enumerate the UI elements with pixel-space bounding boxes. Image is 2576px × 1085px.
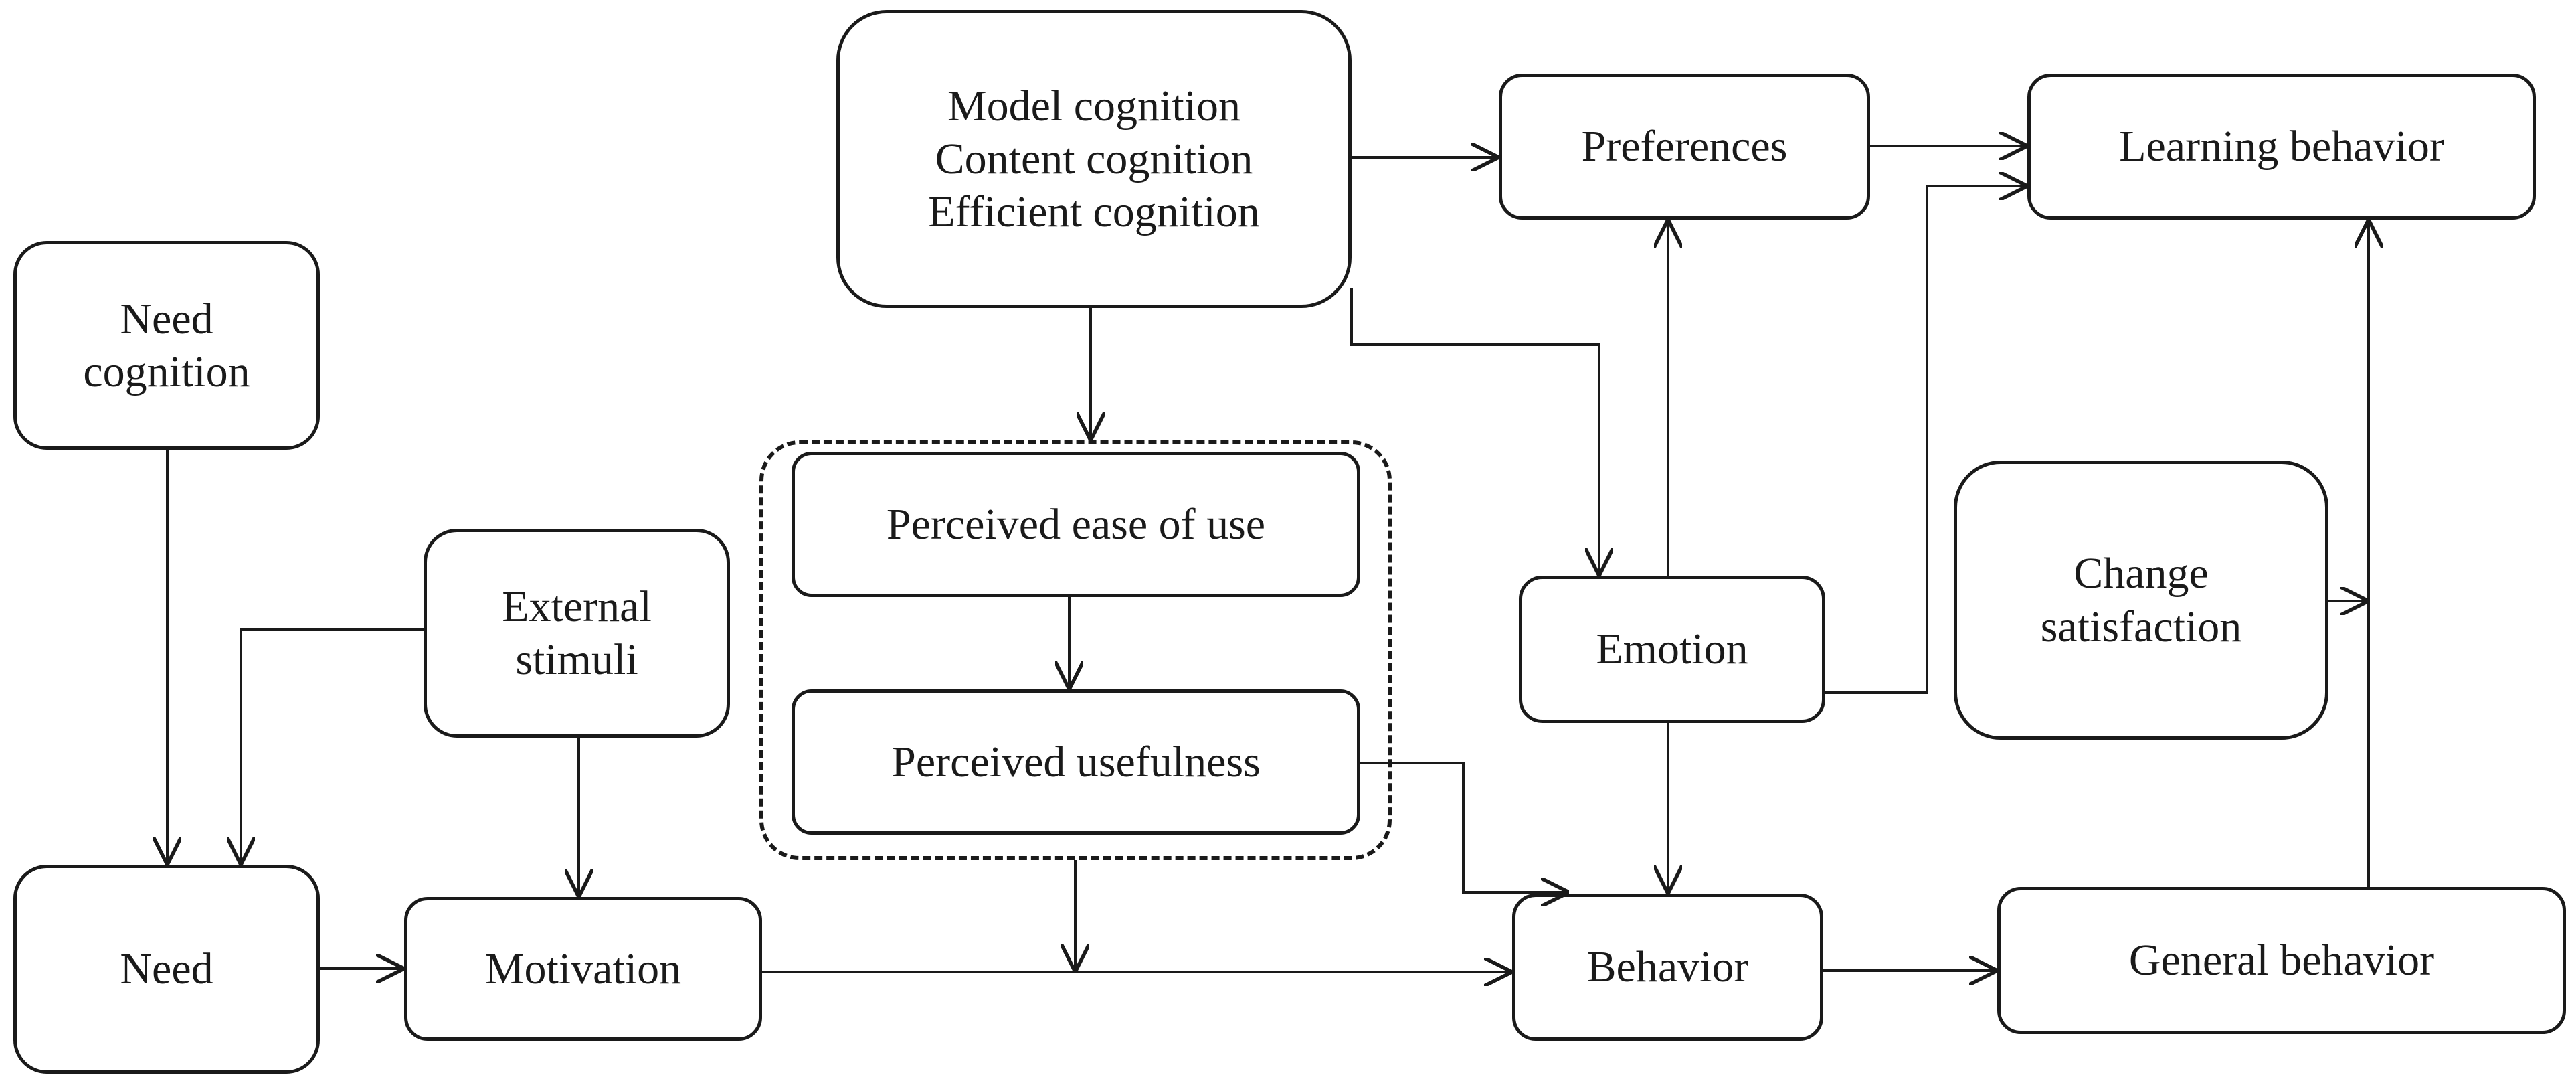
node-need-line-1: Need: [120, 944, 213, 994]
node-motivation-line-1: Motivation: [484, 944, 682, 993]
node-general-behavior-line-1: General behavior: [2128, 936, 2435, 985]
arrow-external-stimuli-to-need: [241, 628, 424, 863]
node-need-cognition: Need cognition: [13, 241, 320, 450]
node-cognition-types-line-3: Efficient cognition: [928, 187, 1260, 237]
node-general-behavior: General behavior: [1997, 887, 2566, 1034]
node-change-satisfaction: Change satisfaction: [1954, 461, 2328, 740]
node-behavior-line-1: Behavior: [1586, 942, 1749, 992]
node-need-cognition-line-1: Need: [120, 294, 213, 343]
node-change-satisfaction-line-1: Change: [2074, 549, 2209, 598]
node-need-cognition-line-2: cognition: [83, 347, 250, 396]
node-need: Need: [13, 865, 320, 1074]
node-preferences: Preferences: [1499, 74, 1870, 220]
node-perceived-ease-of-use: Perceived ease of use: [792, 452, 1360, 597]
node-preferences-line-1: Preferences: [1581, 122, 1788, 171]
node-perceived-usefulness-line-1: Perceived usefulness: [891, 737, 1261, 786]
node-learning-behavior: Learning behavior: [2027, 74, 2536, 220]
node-behavior: Behavior: [1512, 894, 1823, 1041]
node-motivation: Motivation: [404, 897, 762, 1041]
node-emotion: Emotion: [1519, 576, 1825, 723]
node-cognition-types-line-2: Content cognition: [935, 134, 1253, 183]
node-external-stimuli: External stimuli: [424, 529, 730, 738]
node-learning-behavior-line-1: Learning behavior: [2119, 122, 2444, 171]
node-external-stimuli-line-2: stimuli: [515, 635, 638, 684]
node-perceived-ease-of-use-line-1: Perceived ease of use: [886, 499, 1266, 549]
node-external-stimuli-line-1: External: [502, 582, 652, 631]
node-emotion-line-1: Emotion: [1596, 624, 1748, 674]
node-change-satisfaction-line-2: satisfaction: [2040, 602, 2242, 651]
node-cognition-types-line-1: Model cognition: [947, 81, 1241, 131]
perception-group: [759, 440, 1392, 860]
node-perceived-usefulness: Perceived usefulness: [792, 689, 1360, 835]
node-cognition-types: Model cognition Content cognition Effici…: [836, 10, 1352, 308]
